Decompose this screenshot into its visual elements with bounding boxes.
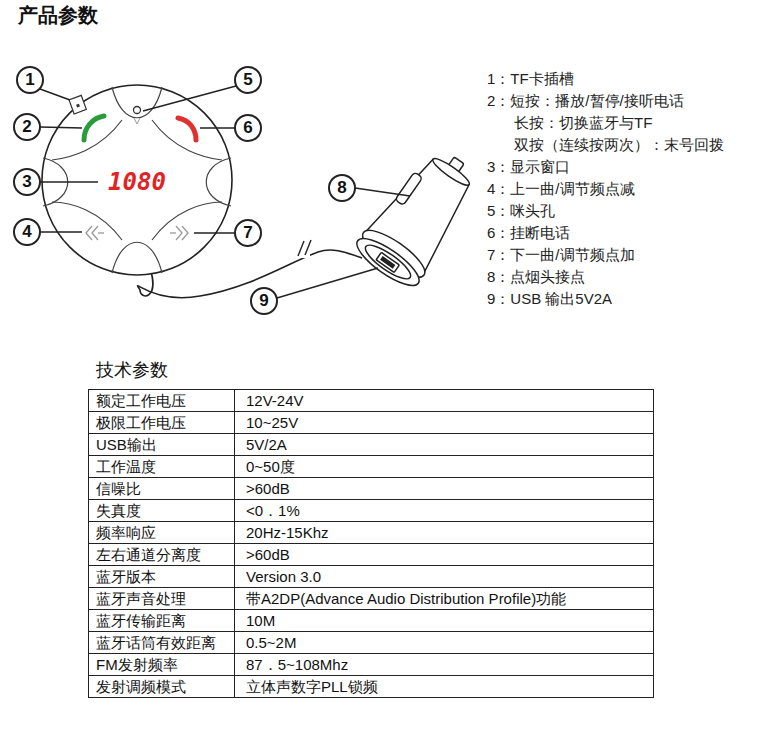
callout-number: 9 — [252, 291, 276, 311]
callout-number: 3 — [15, 172, 39, 192]
part-description: 4：上一曲/调节频点减 — [487, 180, 635, 198]
leader-line — [40, 86, 410, 298]
mic-mark — [134, 118, 140, 124]
table-value: <0．1% — [246, 500, 300, 521]
table-key: 左右通道分离度 — [96, 544, 201, 565]
part-description: 5：咪头孔 — [487, 202, 555, 220]
table-value: 0~50度 — [246, 456, 295, 477]
table-value: 87．5~108Mhz — [246, 654, 348, 675]
answer-icon — [84, 116, 104, 140]
part-description: 3：显示窗口 — [487, 158, 570, 176]
display-readout: 1080 — [108, 168, 166, 196]
table-key: 额定工作电压 — [96, 390, 186, 411]
table-value: 5V/2A — [246, 434, 287, 455]
table-value: 带A2DP(Advance Audio Distribution Profile… — [246, 588, 566, 609]
page-title: 产品参数 — [18, 2, 98, 28]
part-description: 6：挂断电话 — [487, 224, 570, 242]
mic-hole — [134, 107, 141, 114]
callout-number: 6 — [236, 118, 260, 138]
part-description: 7：下一曲/调节频点加 — [487, 246, 635, 264]
table-key: 发射调频模式 — [96, 676, 186, 697]
table-key: 蓝牙版本 — [96, 566, 156, 587]
callout-circle — [14, 67, 355, 314]
cable-break — [298, 241, 304, 256]
callout-number: 4 — [15, 222, 39, 242]
table-value: Version 3.0 — [246, 566, 321, 587]
part-description: 双按（连续按两次）：末号回拨 — [514, 136, 724, 154]
table-key: 蓝牙话筒有效距离 — [96, 632, 216, 653]
table-value: 10~25V — [246, 412, 298, 433]
table-key: 极限工作电压 — [96, 412, 186, 433]
table-key: USB输出 — [96, 434, 157, 455]
table-key: 蓝牙声音处理 — [96, 588, 186, 609]
callout-number: 8 — [330, 178, 354, 198]
prev-icon — [86, 226, 104, 240]
table-key: 失真度 — [96, 500, 141, 521]
part-description: 1：TF卡插槽 — [487, 70, 574, 88]
part-description: 8：点烟头接点 — [487, 268, 585, 286]
table-value: 20Hz-15Khz — [246, 522, 329, 543]
table-value: >60dB — [246, 478, 290, 499]
table-key: 信噪比 — [96, 478, 141, 499]
tf-slot-icon — [69, 95, 86, 114]
table-value: 10M — [246, 610, 275, 631]
part-description: 9：USB 输出5V2A — [487, 290, 612, 308]
table-value: 0.5~2M — [246, 632, 296, 653]
button-dividers — [43, 87, 231, 273]
hangup-icon — [178, 118, 196, 140]
device-body — [42, 85, 232, 275]
callout-number: 1 — [18, 70, 42, 90]
cable-break — [305, 240, 311, 255]
callout-number: 7 — [236, 223, 260, 243]
part-description: 2：短按：播放/暂停/接听电话 — [487, 92, 684, 110]
next-icon — [170, 226, 188, 240]
table-value: 12V-24V — [246, 390, 304, 411]
part-description: 长按：切换蓝牙与TF — [514, 114, 652, 132]
table-key: 工作温度 — [96, 456, 156, 477]
table-grid — [89, 390, 654, 698]
table-key: 蓝牙传输距离 — [96, 610, 186, 631]
table-value: >60dB — [246, 544, 290, 565]
table-key: 频率响应 — [96, 522, 156, 543]
section-heading: 技术参数 — [96, 358, 168, 382]
table-key: FM发射频率 — [96, 654, 178, 675]
table-value: 立体声数字PLL锁频 — [246, 676, 378, 697]
callout-number: 2 — [15, 117, 39, 137]
callout-number: 5 — [236, 70, 260, 90]
